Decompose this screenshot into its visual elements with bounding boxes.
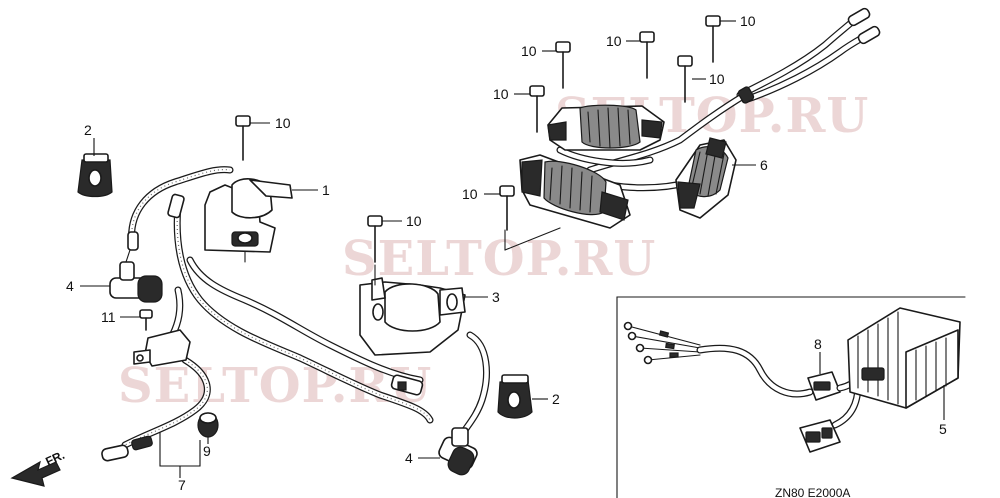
callout-10-e: 10 [493,86,509,102]
spark-plug-cap-lower [438,427,478,476]
callout-8: 8 [814,336,822,352]
callout-11: 11 [101,309,116,325]
callout-9: 9 [203,443,211,459]
callouts: 1 2 2 3 4 4 5 6 7 8 9 10 10 [66,13,947,493]
callout-7: 7 [178,477,186,493]
callout-6: 6 [760,157,768,173]
callout-2-upper: 2 [84,122,92,138]
ignition-coil-upper [204,178,293,263]
callout-1: 1 [322,182,330,198]
front-direction-label: FR. [43,448,66,469]
inset-box [616,296,966,498]
bolt-10-g [499,185,515,231]
callout-3: 3 [492,289,500,305]
diagram-code: ZN80 E2000A [775,486,850,498]
clip-ground-block [133,329,191,367]
main-wire-harness [101,166,434,462]
callout-10-c: 10 [521,43,537,59]
callout-4-upper: 4 [66,278,74,294]
watermark-bottom: SELTOP.RU [118,358,432,414]
grommet-lower [497,374,533,419]
callout-10-a: 10 [740,13,756,29]
callout-10-f: 10 [275,115,291,131]
spark-plug-cap-upper [109,249,163,303]
callout-10-g: 10 [462,186,478,202]
charge-coil-assembly [504,7,881,251]
bolt-10-d [677,55,693,103]
bolt-10-e [529,85,545,133]
bolt-11 [139,309,153,331]
regulator-rectifier-harness [623,321,872,453]
callout-4-lower: 4 [405,450,413,466]
grommet-9 [197,412,219,438]
callout-10-d: 10 [709,71,725,87]
bolt-10-h [367,215,383,263]
bolt-10-f [235,115,251,161]
front-direction-arrow: FR. [10,448,67,487]
bolt-10-a [705,15,721,63]
callout-5: 5 [939,421,947,437]
watermark-middle: SELTOP.RU [342,231,656,287]
callout-2-lower: 2 [552,391,560,407]
bolt-10-b [639,31,655,79]
bolt-10-group [235,15,721,263]
callout-10-h: 10 [406,213,422,229]
bolt-10-c [555,41,571,89]
regulator-rectifier [847,307,961,409]
grommet-upper [77,153,113,198]
ignition-coil-lower [359,264,490,442]
callout-10-b: 10 [606,33,622,49]
